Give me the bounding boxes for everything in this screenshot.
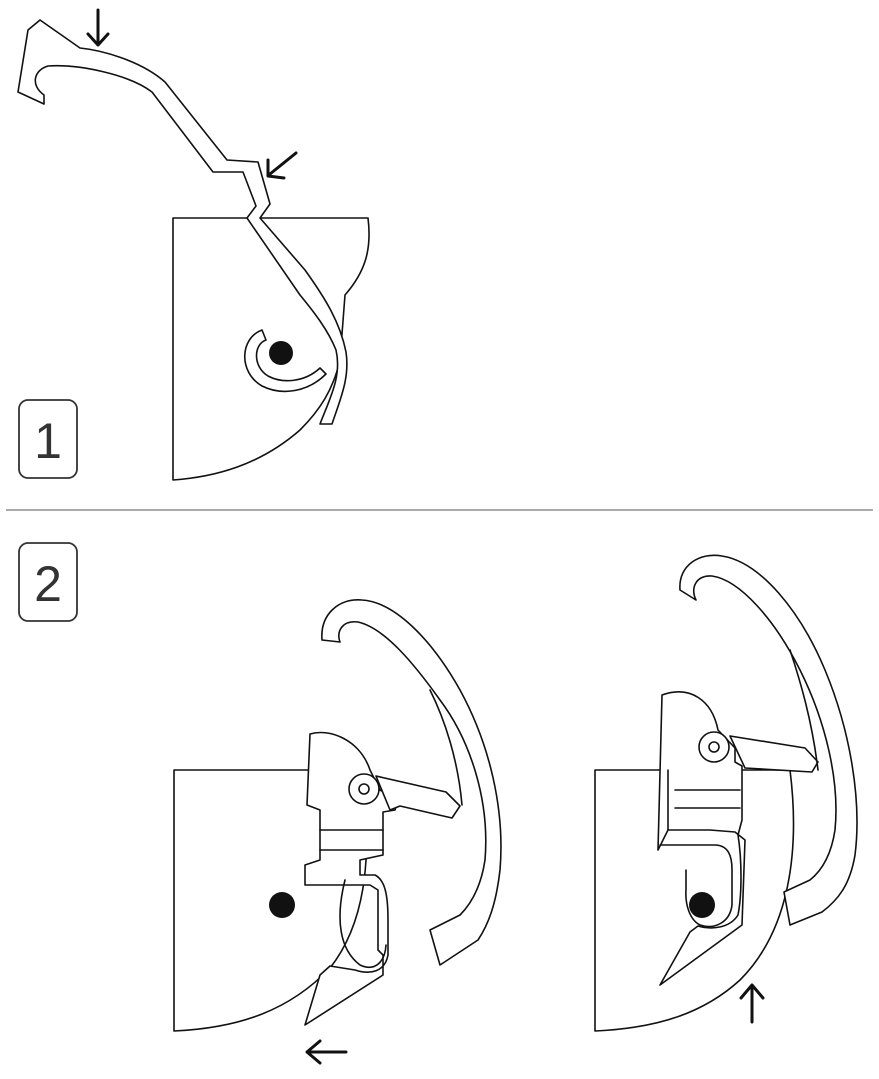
arrow-left-icon (305, 1039, 348, 1065)
step-1-handle (17, 19, 348, 425)
step-1-number: 1 (34, 413, 62, 469)
step-2-number: 2 (34, 556, 62, 612)
step-1-hook (243, 329, 327, 393)
step-2-right-handle (679, 554, 858, 926)
step-2-left-latch-frame (304, 731, 399, 1026)
step-2-badge: 2 (18, 542, 78, 622)
step-2-right-pivot-dot (689, 892, 715, 918)
arrow-down-icon (86, 8, 110, 47)
step-2-right-latch-frame (657, 691, 746, 986)
arrow-down-left-icon (266, 151, 298, 180)
step-2-right-figure (594, 554, 858, 1032)
step-2-left-pivot-dot (269, 892, 295, 918)
step-2-panel: 2 (18, 542, 858, 1065)
arrow-up-icon (739, 983, 765, 1024)
step-1-badge: 1 (18, 399, 78, 479)
step-2-left-lever-arm (375, 775, 461, 819)
step-2-right-lever-arm (729, 735, 819, 773)
step-1-pivot-dot (269, 341, 293, 365)
step-2-left-handle (321, 599, 502, 966)
step-2-left-figure (173, 599, 502, 1065)
step-1-panel: 1 (17, 8, 370, 481)
